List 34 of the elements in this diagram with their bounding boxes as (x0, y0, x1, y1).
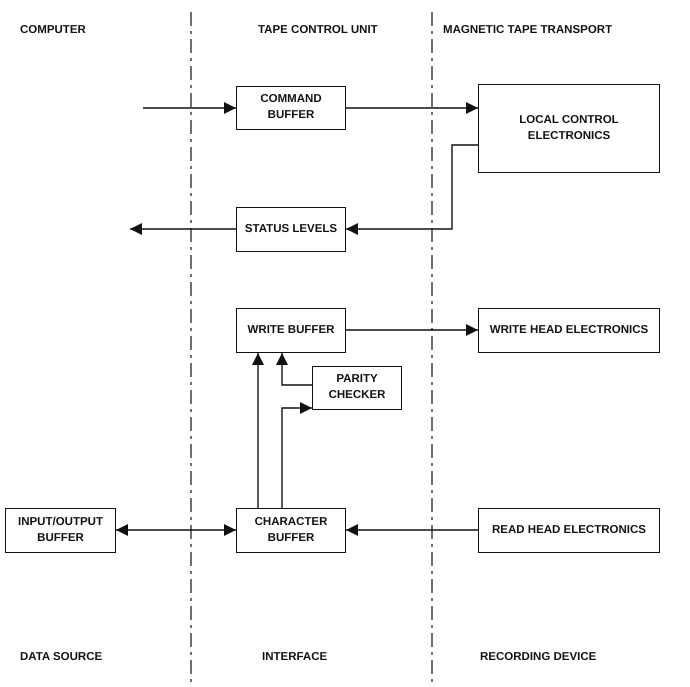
arrow (276, 353, 312, 386)
column-heading: RECORDING DEVICE (480, 651, 596, 663)
arrow (346, 324, 478, 336)
box-label: PARITY CHECKER (328, 372, 386, 403)
box-label: COMMAND BUFFER (259, 92, 323, 123)
arrow (346, 102, 478, 114)
box-label: LOCAL CONTROL ELECTRONICS (518, 112, 620, 144)
box-label: STATUS LEVELS (244, 222, 338, 237)
arrow (346, 144, 478, 235)
arrow (281, 402, 312, 508)
box-label: INPUT/OUTPUT BUFFER (17, 514, 104, 546)
column-heading: INTERFACE (262, 651, 328, 663)
arrow (252, 353, 264, 508)
arrow (130, 223, 236, 235)
column-heading: COMPUTER (20, 24, 86, 36)
arrow (116, 524, 236, 536)
process-box (5, 508, 116, 553)
box-label: WRITE HEAD ELECTRONICS (488, 322, 650, 338)
column-heading: DATA SOURCE (20, 651, 102, 663)
box-label: READ HEAD ELECTRONICS (491, 522, 647, 538)
process-box (478, 84, 660, 173)
box-label: CHARACTER BUFFER (254, 514, 328, 546)
column-heading: TAPE CONTROL UNIT (258, 24, 378, 36)
process-box (478, 308, 660, 353)
arrow (143, 102, 236, 114)
process-box (236, 207, 346, 252)
column-heading: MAGNETIC TAPE TRANSPORT (443, 24, 612, 36)
process-box (236, 308, 346, 353)
process-box (236, 508, 346, 553)
box-label: WRITE BUFFER (246, 322, 336, 338)
process-box (312, 366, 402, 410)
process-box (236, 86, 346, 130)
arrow (346, 524, 478, 536)
process-box (478, 508, 660, 553)
